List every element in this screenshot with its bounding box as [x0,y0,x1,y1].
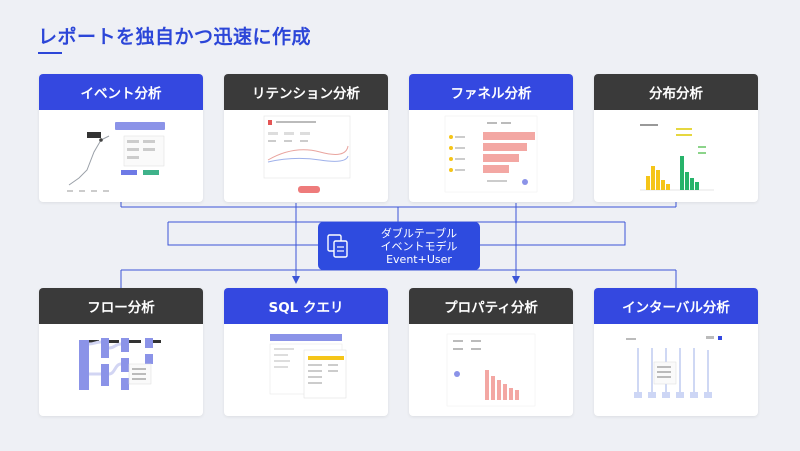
card-flow-analysis[interactable]: フロー分析 [39,288,203,416]
copy-documents-icon [318,222,358,270]
card-header: SQL クエリ [224,288,388,324]
card-sql-query[interactable]: SQL クエリ [224,288,388,416]
card-header: プロパティ分析 [409,288,573,324]
card-header: 分布分析 [594,74,758,110]
flow-chart-thumbnail [79,338,161,390]
page-title: レポートを独自かつ迅速に作成 [38,26,312,48]
card-retention-analysis[interactable]: リテンション分析 [224,74,388,202]
title-underline [38,52,62,54]
property-chart-thumbnail [446,333,536,407]
card-header: イベント分析 [39,74,203,110]
center-line-1: ダブルテーブル [380,226,458,240]
interval-chart-thumbnail [626,336,722,398]
card-interval-analysis[interactable]: インターバル分析 [594,288,758,416]
card-header: リテンション分析 [224,74,388,110]
card-distribution-analysis[interactable]: 分布分析 [594,74,758,202]
card-header: フロー分析 [39,288,203,324]
center-line-3: Event+User [386,252,452,266]
funnel-chart-thumbnail [444,115,538,193]
card-funnel-analysis[interactable]: ファネル分析 [409,74,573,202]
card-header: ファネル分析 [409,74,573,110]
card-event-analysis[interactable]: イベント分析 [39,74,203,202]
retention-chart-thumbnail [263,115,351,193]
card-property-analysis[interactable]: プロパティ分析 [409,288,573,416]
event-chart-thumbnail [67,122,165,192]
card-header: インターバル分析 [594,288,758,324]
distribution-chart-thumbnail [640,124,714,191]
double-table-event-model: ダブルテーブル イベントモデル Event+User [318,222,480,270]
sql-chart-thumbnail [269,334,347,399]
center-line-2: イベントモデル [380,239,458,253]
